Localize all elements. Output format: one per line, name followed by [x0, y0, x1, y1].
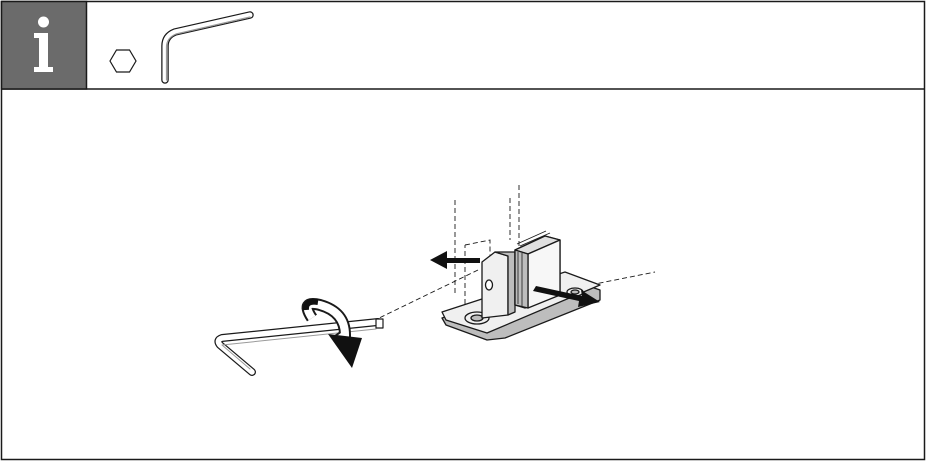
rotate-arrow-icon [301, 297, 362, 368]
alignment-lines [374, 185, 656, 321]
allen-key-icon [161, 11, 254, 84]
arrow-right-icon [533, 286, 600, 307]
hexagon-icon [109, 49, 137, 73]
info-icon [0, 0, 88, 90]
allen-key-tool [214, 318, 384, 376]
arrow-left-icon [430, 251, 480, 269]
